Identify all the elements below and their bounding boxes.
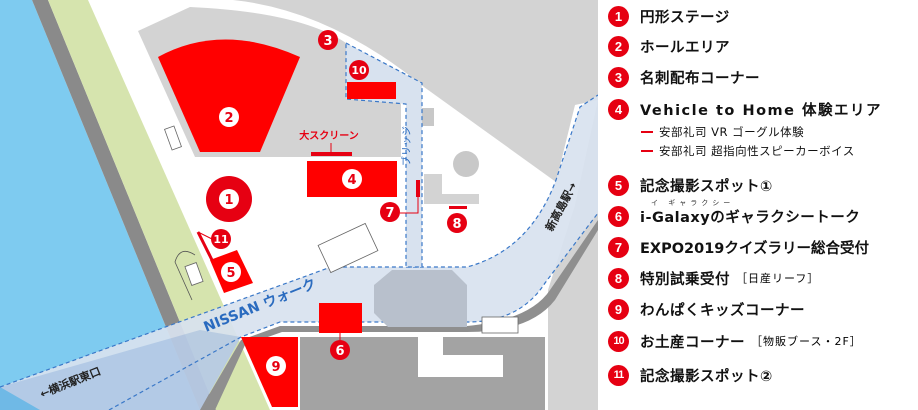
legend-item-11[interactable]: 11 記念撮影スポット② bbox=[608, 364, 773, 386]
bridge-label: ブリッジ bbox=[400, 126, 413, 166]
upper-gray-area bbox=[233, 0, 598, 410]
legend-label: わんぱくキッズコーナー bbox=[640, 302, 805, 319]
svg-text:6: 6 bbox=[335, 344, 344, 359]
legend-label: 記念撮影スポット① bbox=[640, 178, 773, 195]
legend-label: 特別試乗受付 bbox=[640, 271, 730, 288]
svg-text:5: 5 bbox=[226, 266, 235, 281]
legend-label: ホールエリア bbox=[640, 39, 730, 56]
marker-10: 10 bbox=[349, 60, 369, 80]
legend-subitem: 安部礼司 超指向性スピーカーボイス bbox=[641, 143, 855, 159]
seawall bbox=[32, 0, 216, 410]
legend-item-7[interactable]: 7 EXPO2019クイズラリー総合受付 bbox=[608, 236, 869, 258]
red-dash-icon bbox=[641, 150, 653, 152]
svg-text:3: 3 bbox=[323, 34, 332, 49]
gray-round-structure bbox=[453, 151, 479, 177]
svg-text:9: 9 bbox=[271, 360, 280, 375]
area-7-leader bbox=[400, 197, 419, 214]
marker-badge: 5 bbox=[608, 174, 629, 196]
legend-label: 名刺配布コーナー bbox=[640, 70, 760, 87]
map-marker-numbers: 1 2 3 4 5 6 7 8 9 10 11 bbox=[211, 30, 467, 376]
marker-1: 1 bbox=[219, 189, 239, 209]
legend-sublabel: 安部礼司 超指向性スピーカーボイス bbox=[659, 144, 855, 158]
octagon-plaza bbox=[374, 270, 467, 327]
legend-label: 円形ステージ bbox=[640, 9, 730, 26]
marker-badge: 6 bbox=[608, 205, 629, 227]
marker-badge: 1 bbox=[608, 5, 629, 27]
marker-3: 3 bbox=[318, 30, 338, 50]
marker-badge: 8 bbox=[608, 267, 629, 289]
svg-text:4: 4 bbox=[347, 173, 356, 188]
legend-item-2[interactable]: 2 ホールエリア bbox=[608, 35, 730, 57]
marker-badge: 4 bbox=[608, 98, 629, 120]
walkway-shadow bbox=[200, 220, 598, 410]
marker-badge: 10 bbox=[608, 330, 629, 352]
svg-text:8: 8 bbox=[452, 217, 461, 232]
legend-item-5[interactable]: 5 記念撮影スポット① bbox=[608, 174, 773, 196]
gray-block bbox=[419, 108, 434, 126]
stairs bbox=[164, 125, 519, 334]
marker-5: 5 bbox=[221, 262, 241, 282]
area-11-leader bbox=[197, 231, 213, 240]
legend-note: ［日産リーフ］ bbox=[736, 272, 820, 285]
big-screen bbox=[311, 152, 352, 156]
svg-text:10: 10 bbox=[351, 64, 367, 77]
venue-map: 大スクリーン 1 2 3 4 5 6 7 8 9 10 11 NISSAN ウォ… bbox=[0, 0, 598, 410]
svg-text:2: 2 bbox=[224, 111, 233, 126]
area-7-quiz[interactable] bbox=[416, 180, 420, 197]
big-screen-label: 大スクリーン bbox=[299, 129, 359, 142]
svg-text:1: 1 bbox=[224, 193, 233, 208]
area-10-souvenir[interactable] bbox=[347, 82, 396, 99]
water bbox=[0, 0, 200, 410]
marker-9: 9 bbox=[266, 356, 286, 376]
area-6-galaxy[interactable] bbox=[319, 303, 362, 333]
area-11-photo[interactable] bbox=[196, 231, 214, 261]
legend-sublabel: 安部礼司 VR ゴーグル体験 bbox=[659, 125, 805, 139]
legend-subitem: 安部礼司 VR ゴーグル体験 bbox=[641, 124, 804, 140]
legend-item-10[interactable]: 10 お土産コーナー ［物販ブース・2F］ bbox=[608, 330, 862, 352]
marker-8: 8 bbox=[447, 213, 467, 233]
legend-item-3[interactable]: 3 名刺配布コーナー bbox=[608, 66, 760, 88]
legend: 1 円形ステージ 2 ホールエリア 3 名刺配布コーナー 4 Vehicle to Ho… bbox=[598, 0, 918, 410]
legend-item-9[interactable]: 9 わんぱくキッズコーナー bbox=[608, 298, 805, 320]
legend-label: EXPO2019クイズラリー総合受付 bbox=[640, 240, 869, 257]
marker-badge: 3 bbox=[608, 66, 629, 88]
legend-item-1[interactable]: 1 円形ステージ bbox=[608, 5, 730, 27]
marker-badge: 2 bbox=[608, 35, 629, 57]
legend-label: お土産コーナー bbox=[640, 334, 745, 351]
area-8-test-drive[interactable] bbox=[449, 206, 467, 209]
pier-outline bbox=[174, 250, 196, 301]
walkway-over-water bbox=[0, 330, 241, 410]
legend-item-6[interactable]: 6 i-Galaxyのギャラクシートーク bbox=[608, 205, 860, 227]
marker-6: 6 bbox=[330, 340, 350, 360]
marker-11: 11 bbox=[211, 229, 231, 249]
legend-item-8[interactable]: 8 特別試乗受付 ［日産リーフ］ bbox=[608, 267, 819, 289]
legend-item-4[interactable]: 4 Vehicle to Home 体験エリア bbox=[608, 98, 882, 120]
marker-7: 7 bbox=[380, 202, 400, 222]
gray-block bbox=[424, 194, 479, 204]
area-2-hall bbox=[158, 39, 300, 152]
svg-text:11: 11 bbox=[213, 233, 228, 246]
nissan-walk bbox=[0, 95, 598, 410]
marker-badge: 9 bbox=[608, 298, 629, 320]
marker-badge: 7 bbox=[608, 236, 629, 258]
ruby-reading: イ ギャラクシー bbox=[651, 199, 735, 207]
marker-badge: 11 bbox=[608, 364, 629, 386]
red-dash-icon bbox=[641, 131, 653, 133]
building bbox=[548, 337, 598, 410]
marker-2: 2 bbox=[219, 107, 239, 127]
legend-note: ［物販ブース・2F］ bbox=[751, 335, 862, 348]
marker-4: 4 bbox=[342, 169, 362, 189]
legend-label: Vehicle to Home 体験エリア bbox=[640, 102, 883, 119]
legend-label: i-Galaxyのギャラクシートーク bbox=[640, 209, 861, 226]
building-notch-step bbox=[443, 337, 503, 355]
green-strip bbox=[48, 0, 270, 410]
svg-text:7: 7 bbox=[385, 206, 394, 221]
legend-label: 記念撮影スポット② bbox=[640, 368, 773, 385]
